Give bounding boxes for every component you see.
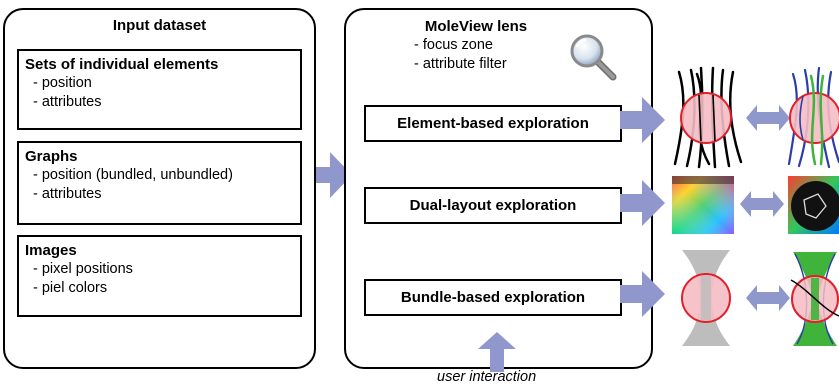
section-images: Images - pixel positions - piel colors	[17, 235, 302, 317]
section-individual-elements: Sets of individual elements - position -…	[17, 49, 302, 130]
section-item: - piel colors	[33, 280, 108, 296]
section-title: Graphs	[25, 148, 78, 165]
arrow-input-to-lens	[316, 152, 352, 198]
exploration-label: Dual-layout exploration	[409, 197, 577, 214]
arrow-user-interaction	[478, 332, 516, 372]
section-item: - pixel positions	[33, 261, 133, 277]
lens-item: - attribute filter	[414, 56, 507, 72]
section-item: - position	[33, 75, 92, 91]
double-arrow-element	[746, 105, 790, 131]
element-filtered-illustration	[787, 66, 839, 169]
dual-layout-dark-image	[788, 176, 839, 234]
element-lens-illustration	[673, 66, 743, 169]
moleview-lens-panel: MoleView lens - focus zone - attribute f…	[344, 8, 653, 369]
section-item: - attributes	[33, 186, 102, 202]
lens-item: - focus zone	[414, 37, 493, 53]
double-arrow-bundle	[746, 285, 790, 311]
exploration-box-bundle: Bundle-based exploration	[364, 279, 622, 316]
exploration-label: Element-based exploration	[397, 115, 589, 132]
section-item: - attributes	[33, 94, 102, 110]
section-title: Sets of individual elements	[25, 56, 219, 73]
exploration-box-element: Element-based exploration	[364, 105, 622, 142]
section-graphs: Graphs - position (bundled, unbundled) -…	[17, 141, 302, 225]
arrow-bundle-result	[620, 271, 665, 317]
magnifier-icon	[570, 34, 617, 81]
bundle-lens-illustration	[681, 250, 731, 346]
exploration-label: Bundle-based exploration	[400, 289, 586, 306]
section-title: Images	[25, 242, 77, 259]
bundle-filtered-illustration	[790, 252, 839, 346]
section-item: - position (bundled, unbundled)	[33, 167, 233, 183]
double-arrow-dual	[740, 191, 784, 217]
dual-layout-color-image	[672, 176, 734, 234]
arrow-dual-result	[620, 180, 665, 226]
lens-title: MoleView lens	[424, 18, 528, 35]
arrow-element-result	[620, 97, 665, 143]
input-dataset-title: Input dataset	[112, 17, 207, 34]
user-interaction-caption: user interaction	[437, 369, 537, 385]
input-dataset-panel: Input dataset Sets of individual element…	[3, 8, 316, 369]
lens-header: MoleView lens - focus zone - attribute f…	[386, 17, 566, 74]
exploration-box-dual-layout: Dual-layout exploration	[364, 187, 622, 224]
